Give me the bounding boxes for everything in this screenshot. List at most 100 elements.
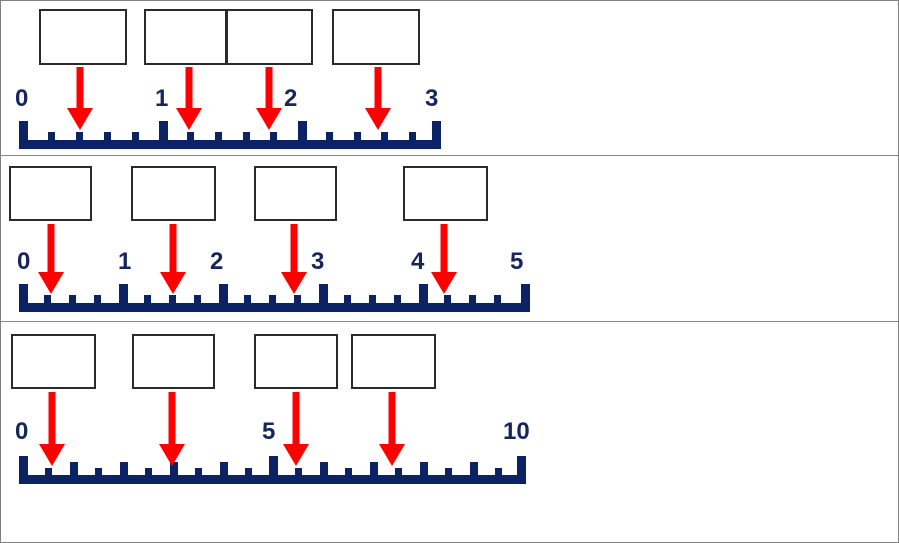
value-arrow-1-3 (256, 67, 282, 130)
answer-box-1-4[interactable] (332, 9, 420, 65)
tick-2-2-75 (294, 295, 301, 312)
answer-box-1-2[interactable] (144, 9, 227, 65)
tick-2-1-50 (169, 295, 176, 312)
tick-1-1-2 (187, 132, 194, 149)
tick-3-2-5 (145, 468, 152, 484)
tick-1-0-6 (104, 132, 111, 149)
tick-3-3 (170, 462, 178, 484)
number-line-1-baseline (19, 140, 441, 149)
tick-3-4 (220, 462, 228, 484)
tick-1-2-2 (326, 132, 333, 149)
tick-1-2-6 (381, 132, 388, 149)
tick-3-9-5 (495, 468, 502, 484)
tick-2-0-25 (44, 295, 51, 312)
tick-3-0-5 (45, 468, 52, 484)
value-arrow-2-4 (431, 224, 457, 294)
tick-2-1-75 (194, 295, 201, 312)
tick-label-3-5: 5 (262, 418, 276, 445)
tick-2-1-25 (144, 295, 151, 312)
tick-label-1-3: 3 (425, 85, 439, 112)
value-arrow-2-3 (281, 224, 307, 294)
answer-box-2-1[interactable] (9, 166, 92, 221)
tick-1-1-8 (270, 132, 277, 149)
tick-label-2-5: 5 (510, 248, 524, 275)
number-line-2 (19, 274, 530, 312)
tick-1-1-4 (215, 132, 222, 149)
number-line-1 (19, 111, 441, 149)
tick-3-1 (70, 462, 78, 484)
tick-label-1-2: 2 (284, 85, 298, 112)
tick-1-2-4 (354, 132, 361, 149)
tick-1-2 (298, 121, 307, 149)
tick-1-1-6 (243, 132, 250, 149)
tick-2-3 (319, 284, 328, 312)
answer-box-2-4[interactable] (403, 166, 488, 221)
tick-3-5-5 (295, 468, 302, 484)
tick-3-6-5 (345, 468, 352, 484)
tick-2-4 (419, 284, 428, 312)
tick-label-2-3: 3 (311, 248, 325, 275)
tick-3-8 (420, 462, 428, 484)
answer-box-3-3[interactable] (254, 334, 338, 389)
tick-1-0-2 (48, 132, 55, 149)
tick-2-3-25 (344, 295, 351, 312)
tick-2-2 (219, 284, 228, 312)
tick-label-1-1: 1 (155, 85, 169, 112)
worksheet-row-2: 0 1 2 3 4 5 (1, 156, 898, 322)
tick-label-1-0: 0 (15, 85, 29, 112)
tick-3-4-5 (245, 468, 252, 484)
tick-2-2-25 (244, 295, 251, 312)
number-line-3 (19, 446, 526, 484)
tick-3-6 (320, 462, 328, 484)
tick-1-3 (432, 121, 441, 149)
tick-1-1 (159, 121, 168, 149)
answer-box-3-1[interactable] (11, 334, 96, 389)
tick-2-1 (119, 284, 128, 312)
value-arrow-3-1 (39, 392, 65, 466)
answer-box-2-2[interactable] (131, 166, 216, 221)
value-arrow-1-4 (365, 67, 391, 130)
tick-3-10 (517, 456, 526, 484)
tick-1-0-8 (132, 132, 139, 149)
worksheet-row-3: 0 5 10 (1, 322, 898, 542)
value-arrow-3-4 (379, 392, 405, 466)
tick-2-0-50 (69, 295, 76, 312)
answer-box-3-4[interactable] (351, 334, 436, 389)
tick-label-2-2: 2 (210, 248, 224, 275)
tick-3-7-5 (395, 468, 402, 484)
value-arrow-3-2 (159, 392, 185, 466)
tick-2-3-50 (369, 295, 376, 312)
tick-3-1-5 (95, 468, 102, 484)
value-arrow-2-2 (160, 224, 186, 294)
value-arrow-2-1 (38, 224, 64, 294)
tick-3-5 (269, 456, 278, 484)
tick-3-2 (120, 462, 128, 484)
value-arrow-1-1 (67, 67, 93, 130)
tick-2-2-50 (269, 295, 276, 312)
tick-1-2-8 (409, 132, 416, 149)
tick-2-3-75 (394, 295, 401, 312)
value-arrow-3-3 (283, 392, 309, 466)
tick-label-2-4: 4 (411, 248, 425, 275)
answer-box-1-1[interactable] (39, 9, 127, 65)
tick-2-0-75 (94, 295, 101, 312)
answer-box-1-3[interactable] (226, 9, 313, 65)
answer-box-3-2[interactable] (132, 334, 215, 389)
tick-2-4-25 (444, 295, 451, 312)
tick-3-8-5 (445, 468, 452, 484)
tick-label-3-0: 0 (15, 418, 29, 445)
tick-2-4-50 (469, 295, 476, 312)
tick-2-5 (521, 284, 530, 312)
tick-3-3-5 (195, 468, 202, 484)
value-arrow-1-2 (176, 67, 202, 130)
tick-3-9 (470, 462, 478, 484)
tick-2-4-75 (494, 295, 501, 312)
answer-box-2-3[interactable] (254, 166, 337, 221)
tick-label-2-0: 0 (17, 248, 31, 275)
tick-label-2-1: 1 (118, 248, 132, 275)
tick-3-0 (19, 456, 28, 484)
tick-1-0-4 (76, 132, 83, 149)
tick-label-3-10: 10 (503, 418, 530, 445)
worksheet-row-1: 0 1 2 3 (1, 1, 898, 156)
